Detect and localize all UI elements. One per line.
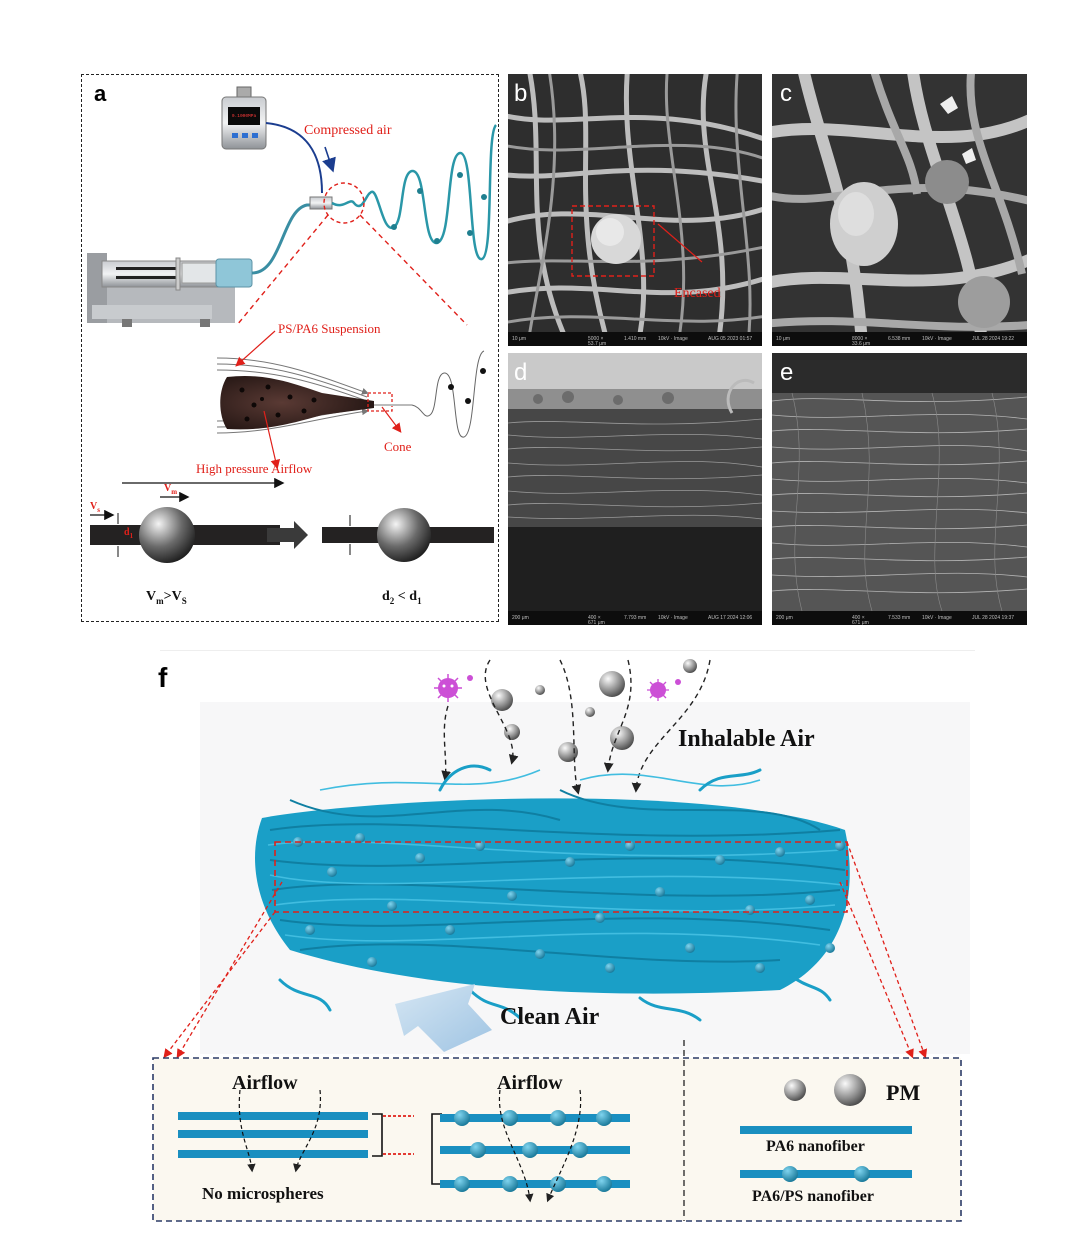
panel-a: a xyxy=(81,74,499,622)
legend-inset xyxy=(152,1057,962,1222)
virus-icon xyxy=(647,679,681,701)
jet-beads xyxy=(391,172,487,244)
panel-e-letter: e xyxy=(780,359,794,386)
air-arrow xyxy=(322,146,336,173)
label-airflow-left: Airflow xyxy=(232,1072,298,1094)
label-pa6ps-nanofiber: PA6/PS nanofiber xyxy=(752,1188,874,1205)
label-no-microspheres: No microspheres xyxy=(202,1184,324,1203)
sem-image-b: b Encased 10 μm 5000 × 53.7 μm 1.410 mm … xyxy=(508,74,762,346)
gauge-reading: 0.1000MPa xyxy=(231,114,257,119)
spiral-jet xyxy=(331,124,498,261)
sem-e-cross-section xyxy=(772,353,1027,611)
sem-b-databar: 10 μm 5000 × 53.7 μm 1.410 mm 10kV · Ima… xyxy=(508,332,762,346)
sem-b-fibers xyxy=(508,74,762,332)
panel-b-letter: b xyxy=(514,80,528,107)
virus-icon xyxy=(434,674,473,702)
label-d1: d1 xyxy=(124,527,134,540)
sem-e-databar: 200 μm 400 × 671 μm 7.533 mm 10kV · Imag… xyxy=(772,611,1027,625)
nanofiber-mat xyxy=(255,764,850,1022)
label-vm: Vm xyxy=(164,483,178,496)
bead-right xyxy=(377,508,431,562)
label-pm: PM xyxy=(886,1080,921,1105)
label-inhalable-air: Inhalable Air xyxy=(678,726,815,752)
label-encased: Encased xyxy=(674,286,721,301)
panel-a-letter: a xyxy=(94,81,107,106)
sem-c-databar: 10 μm 8000 × 33.6 μm 6.538 mm 10kV · Ima… xyxy=(772,332,1027,346)
label-suspension: PS/PA6 Suspension xyxy=(278,321,381,336)
label-pa6-nanofiber: PA6 nanofiber xyxy=(766,1138,865,1155)
cone-box xyxy=(367,392,393,412)
label-airflow-right: Airflow xyxy=(497,1072,563,1094)
syringe-pump xyxy=(87,253,253,327)
panel-d-letter: d xyxy=(514,359,528,386)
panel-c-letter: c xyxy=(780,80,792,107)
zoom-line-right xyxy=(359,214,468,326)
cone-jet xyxy=(411,350,485,438)
equation-velocity: Vm>VS xyxy=(146,589,187,606)
beaded-fibers xyxy=(440,1110,630,1192)
label-airflow: High pressure Airflow xyxy=(196,461,313,476)
mat-zoom-box xyxy=(274,841,848,913)
plain-fibers xyxy=(178,1112,368,1158)
label-clean-air: Clean Air xyxy=(500,1004,600,1030)
sem-d-databar: 200 μm 400 × 671 μm 7.793 mm 10kV · Imag… xyxy=(508,611,762,625)
pm-particles xyxy=(491,659,697,762)
panel-f-letter: f xyxy=(158,662,168,693)
equation-diameter: d2 < d1 xyxy=(382,589,422,606)
inset-airflow-paths xyxy=(238,1089,582,1203)
air-tube xyxy=(265,122,323,194)
panel-a-schematic xyxy=(87,86,498,563)
incoming-airflow xyxy=(441,659,711,795)
transform-arrow xyxy=(267,521,308,549)
sem-c-fibers xyxy=(772,74,1027,332)
sem-image-e: e 200 μm 400 × 671 μm 7.533 mm 10kV · Im… xyxy=(772,353,1027,625)
panel-separator xyxy=(160,650,975,651)
sem-d-cross-section xyxy=(508,353,762,611)
cone-particles xyxy=(239,384,317,422)
pressure-gauge xyxy=(221,86,267,150)
feed-tube xyxy=(251,203,318,275)
label-compressed-air: Compressed air xyxy=(304,123,392,138)
suspension-cone xyxy=(220,375,374,430)
clean-air-arrow xyxy=(395,984,492,1052)
sem-image-c: c 10 μm 8000 × 33.6 μm 6.538 mm 10kV · I… xyxy=(772,74,1027,346)
sem-image-d: d 200 μm 400 × 671 μm 7.793 mm 10kV · Im… xyxy=(508,353,762,625)
zoom-line-left xyxy=(236,214,329,326)
bead-left xyxy=(139,507,195,563)
label-vs: Vs xyxy=(90,501,100,514)
zoom-circle xyxy=(323,182,365,224)
label-cone: Cone xyxy=(384,439,412,454)
